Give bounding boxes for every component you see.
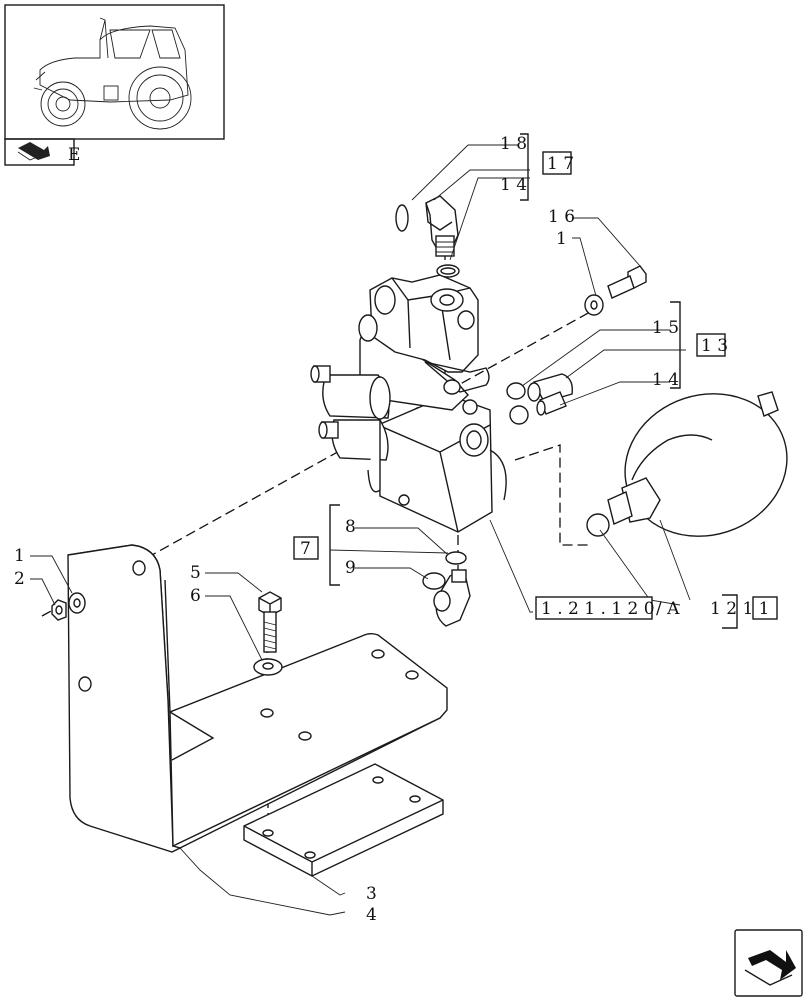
fitting-13-lower bbox=[536, 391, 567, 416]
reference-13: 1 3 bbox=[701, 336, 728, 356]
reference-a: / A bbox=[656, 599, 680, 619]
book-icon bbox=[17, 142, 50, 161]
reference-box-section[interactable]: 1 . 2 1 . 1 2 0 / A 1 2 1 1 bbox=[535, 596, 778, 620]
elbow-fitting-7 bbox=[433, 569, 471, 627]
reference-section: 1 . 2 1 . 1 2 0 bbox=[541, 599, 655, 619]
callout-14-mid: 1 4 bbox=[652, 370, 679, 390]
washer-6 bbox=[253, 658, 283, 676]
oring-9 bbox=[422, 572, 446, 590]
bolt-16 bbox=[607, 265, 647, 299]
callout-14-top: 1 4 bbox=[500, 175, 527, 195]
callout-3: 3 bbox=[366, 884, 377, 904]
tractor-icon bbox=[33, 17, 192, 130]
mounting-bracket bbox=[67, 544, 448, 853]
callout-16: 1 6 bbox=[548, 207, 575, 227]
next-page-icon[interactable] bbox=[734, 929, 803, 997]
callout-1-left: 1 bbox=[14, 546, 25, 566]
reference-17: 1 7 bbox=[547, 154, 574, 174]
bolt-5 bbox=[258, 591, 282, 653]
callout-4: 4 bbox=[366, 905, 377, 925]
callout-numbers: 1 2 5 6 8 9 3 4 1 8 1 4 1 6 1 1 5 1 4 bbox=[14, 134, 679, 925]
elbow-fitting-17 bbox=[425, 195, 459, 257]
accumulator bbox=[586, 391, 788, 537]
reference-box-17[interactable]: 1 7 bbox=[542, 151, 574, 175]
washer-1-left bbox=[68, 592, 86, 614]
washer-1-top bbox=[584, 294, 604, 316]
callout-1-top: 1 bbox=[556, 229, 567, 249]
tractor-thumbnail[interactable]: E bbox=[4, 4, 225, 166]
fitting-13-upper bbox=[527, 373, 573, 403]
oring-8 bbox=[445, 551, 467, 565]
shim-plate bbox=[243, 763, 444, 877]
oring-14-top bbox=[436, 264, 460, 278]
callout-6: 6 bbox=[190, 586, 201, 606]
reference-7: 7 bbox=[300, 539, 311, 559]
callout-2-left: 2 bbox=[14, 569, 25, 589]
reference-box-7[interactable]: 7 bbox=[293, 536, 319, 560]
thumbnail-label: E bbox=[68, 145, 80, 165]
reference-section-number: 1 2 1 1 bbox=[710, 599, 769, 619]
callout-18: 1 8 bbox=[500, 134, 527, 154]
oring-15 bbox=[506, 382, 526, 400]
callout-9: 9 bbox=[345, 558, 356, 578]
grouping-brackets bbox=[329, 133, 738, 629]
callout-8: 8 bbox=[345, 517, 356, 537]
valve-assembly bbox=[310, 274, 507, 533]
callout-15: 1 5 bbox=[652, 318, 679, 338]
reference-box-13[interactable]: 1 3 bbox=[696, 333, 728, 357]
oring-14-mid bbox=[509, 405, 529, 425]
callout-5: 5 bbox=[190, 563, 201, 583]
nut-2-left bbox=[51, 599, 67, 621]
seal-18 bbox=[395, 204, 409, 232]
